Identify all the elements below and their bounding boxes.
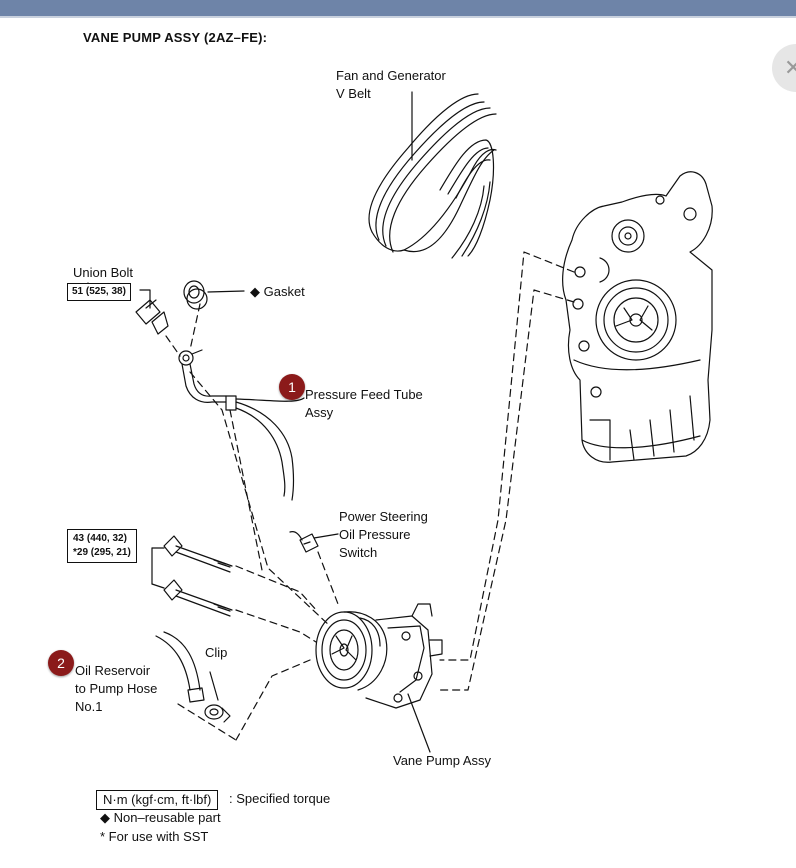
legend-non-reusable: ◆ Non–reusable part: [100, 810, 221, 825]
legend-sst: * For use with SST: [100, 829, 209, 844]
pump-bolts-drawing: [151, 535, 233, 617]
ps-switch-label: Power Steering Oil Pressure Switch: [339, 508, 428, 562]
pump-bolts-torque: 43 (440, 32) *29 (295, 21): [67, 529, 137, 563]
callout-badge-2[interactable]: 2: [48, 650, 74, 676]
vane-pump-drawing: [315, 603, 443, 753]
clip-label: Clip: [205, 645, 228, 660]
fan-belt-label-line2: V Belt: [336, 86, 371, 101]
v-belt-drawing: [368, 91, 497, 259]
engine-drawing: [562, 171, 713, 463]
pressure-feed-tube-label: Pressure Feed Tube Assy: [305, 386, 423, 422]
legend-torque-unit-box: N·m (kgf·cm, ft·lbf): [96, 790, 219, 810]
union-bolt-torque: 51 (525, 38): [67, 283, 131, 301]
oil-reservoir-hose-label: Oil Reservoir to Pump Hose No.1: [75, 662, 157, 716]
assembly-dashed-lines: [165, 251, 575, 741]
oil-reservoir-hose-line2: to Pump Hose: [75, 681, 158, 696]
ps-switch-line2: Oil Pressure: [339, 527, 411, 542]
union-bolt-label: Union Bolt: [73, 265, 133, 280]
vane-pump-label: Vane Pump Assy: [393, 753, 492, 768]
pressure-feed-tube-line1: Pressure Feed Tube: [305, 387, 423, 402]
oil-reservoir-hose-line3: No.1: [75, 699, 103, 714]
ps-switch-drawing: [289, 531, 339, 553]
clip-drawing: [204, 671, 231, 723]
pump-bolts-torque-line1: 43 (440, 32): [73, 533, 127, 544]
ps-switch-line3: Switch: [339, 545, 378, 560]
close-icon: ✕: [784, 55, 796, 80]
gasket-label: ◆ Gasket: [250, 284, 305, 299]
diagram-title: VANE PUMP ASSY (2AZ–FE):: [83, 30, 268, 45]
fan-belt-label: Fan and Generator V Belt: [336, 67, 446, 103]
oil-reservoir-hose-drawing: [155, 631, 205, 703]
pressure-feed-tube-line2: Assy: [305, 405, 334, 420]
gasket-drawing: [183, 280, 245, 310]
window-top-bar: [0, 0, 796, 16]
legend-torque-desc: : Specified torque: [229, 791, 331, 806]
union-bolt-drawing: [135, 299, 169, 335]
fan-belt-label-line1: Fan and Generator: [336, 68, 446, 83]
oil-reservoir-hose-line1: Oil Reservoir: [75, 663, 151, 678]
pump-bolts-torque-line2: *29 (295, 21): [73, 547, 131, 558]
pressure-feed-tube-drawing: [178, 349, 305, 501]
ps-switch-line1: Power Steering: [339, 509, 428, 524]
callout-badge-1[interactable]: 1: [279, 374, 305, 400]
top-bar-divider: [0, 16, 796, 18]
